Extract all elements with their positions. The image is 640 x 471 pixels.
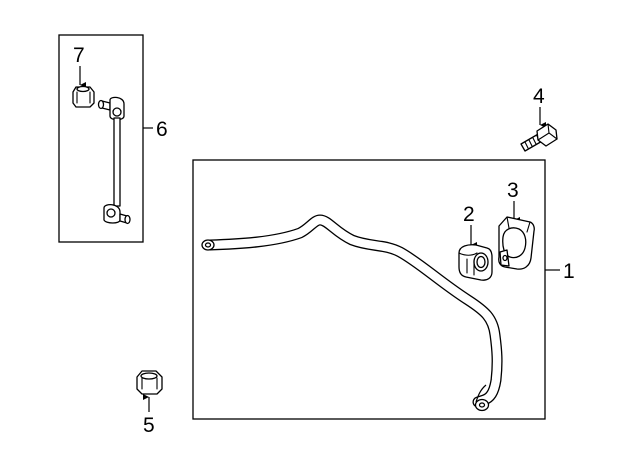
callout-5: 5 <box>143 414 155 437</box>
stabilizer-bar <box>201 214 503 412</box>
mounting-bracket <box>498 216 535 270</box>
callout-3: 3 <box>507 179 519 202</box>
upper-nut <box>72 85 95 108</box>
stabilizer-link <box>97 96 131 225</box>
bolt <box>520 123 558 152</box>
callout-4: 4 <box>533 85 545 108</box>
callout-7: 7 <box>73 44 85 67</box>
callout-1: 1 <box>563 260 575 283</box>
lower-nut <box>136 370 163 395</box>
callout-2: 2 <box>463 203 475 226</box>
stabilizer-bar-box <box>192 159 546 420</box>
bushing <box>458 244 493 281</box>
callout-6: 6 <box>156 118 168 141</box>
link-group-box <box>58 34 144 243</box>
